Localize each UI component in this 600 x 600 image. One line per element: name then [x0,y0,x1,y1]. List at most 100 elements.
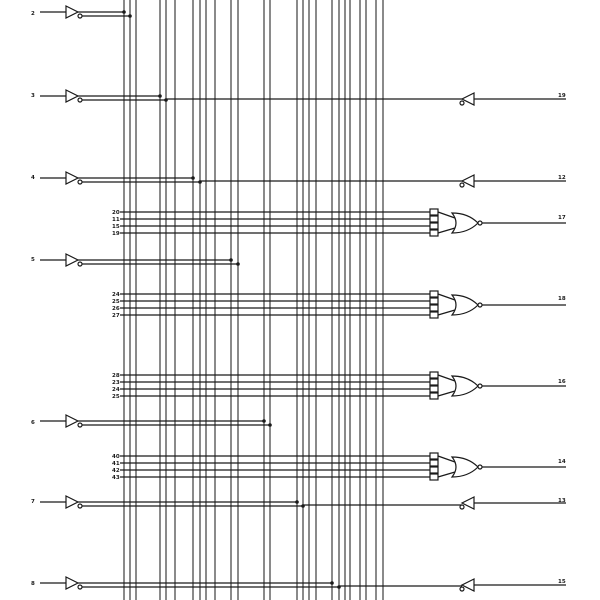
pin-label-in-3: 3 [31,93,35,99]
junction-dot [122,10,126,14]
pin-label-in-4: 4 [31,175,35,181]
term-label-and1-2: 15 [112,224,120,230]
junction-dot [158,94,162,98]
term-label-and3-0: 28 [112,373,120,379]
pin-label-in-5: 5 [31,257,35,263]
and-gate-icon [429,466,439,474]
junction-dot [191,176,195,180]
input-buffer-icon [65,5,80,19]
inverter-bubble-icon [77,422,83,428]
inverter-bubble-icon [77,261,83,267]
or-input [437,374,456,382]
input-buffer-icon [65,576,80,590]
junction-dot [330,581,334,585]
junction-dot [301,504,305,508]
and-gate-icon [429,304,439,312]
inverter-bubble-icon [77,503,83,509]
term-label-and2-3: 27 [112,313,120,319]
input-buffer-icon [65,89,80,103]
junction-dot [295,500,299,504]
junction-dot [229,258,233,262]
term-label-and4-0: 40 [112,454,120,460]
term-label-and1-0: 20 [112,210,120,216]
output-buffer-icon [460,496,475,510]
or-input [437,211,456,219]
junction-dot [236,262,240,266]
pin-label-out-19: 19 [558,93,566,99]
or-gate-icon [450,456,479,478]
inverter-bubble-icon [477,302,483,308]
and-gate-icon [429,311,439,319]
junction-dot [164,98,168,102]
or-input [437,227,456,234]
pin-label-out-15: 15 [558,579,566,585]
junction-dot [337,585,341,589]
or-input [437,293,456,301]
inverter-bubble-icon [77,13,83,19]
pin-labels: 2 3 4 5 6 7 8 19 12 17 18 16 14 13 15 20… [31,11,566,587]
and-gate-icon [429,378,439,386]
pin-label-in-8: 8 [31,581,35,587]
gates [65,5,483,592]
and-gate-icon [429,208,439,216]
and-gate-icon [429,215,439,223]
term-label-and2-0: 24 [112,292,120,298]
inverter-bubble-icon [77,584,83,590]
term-label-and2-2: 26 [112,306,120,312]
or-gate-icon [450,375,479,397]
input-buffer-icon [65,253,80,267]
inverter-bubble-icon [77,179,83,185]
inverter-bubble-icon [459,100,465,106]
output-buffer-icon [460,578,475,592]
and-gate-icon [429,452,439,460]
pin-label-out-12: 12 [558,175,566,181]
pin-label-out-14: 14 [558,459,566,465]
inverter-bubble-icon [459,586,465,592]
or-input [437,390,456,397]
or-input [437,455,456,463]
input-buffer-icon [65,495,80,509]
term-label-and1-3: 19 [112,231,120,237]
inverter-bubble-icon [477,464,483,470]
output-buffer-icon [460,174,475,188]
output-buffer-icon [460,92,475,106]
and-gate-icon [429,459,439,467]
term-label-and3-2: 24 [112,387,120,393]
junction-dot [268,423,272,427]
term-label-and4-3: 43 [112,475,120,481]
input-buffer-icon [65,171,80,185]
term-label-and4-2: 42 [112,468,120,474]
and-gate-icon [429,371,439,379]
and-gate-icon [429,385,439,393]
pin-label-in-7: 7 [31,499,35,505]
term-label-and3-3: 25 [112,394,120,400]
inverter-bubble-icon [477,383,483,389]
or-input [437,309,456,316]
junction-dot [262,419,266,423]
horizontal-wires [40,11,566,588]
inverter-bubble-icon [477,220,483,226]
and-gate-icon [429,297,439,305]
input-buffer-icon [65,414,80,428]
term-label-and1-1: 11 [112,217,120,223]
or-gate-icon [450,212,479,234]
pin-label-out-18: 18 [558,296,566,302]
pin-label-in-6: 6 [31,420,35,426]
term-label-and3-1: 23 [112,380,120,386]
term-label-and4-1: 41 [112,461,120,467]
pin-label-out-17: 17 [558,215,566,221]
and-gate-icon [429,392,439,400]
and-gate-icon [429,473,439,481]
term-label-and2-1: 25 [112,299,120,305]
junction-dot [198,180,202,184]
and-gate-icon [429,290,439,298]
and-gate-icon [429,222,439,230]
inverter-bubble-icon [459,182,465,188]
inverter-bubble-icon [77,97,83,103]
vertical-bus-lines [123,0,384,600]
inverter-bubble-icon [459,504,465,510]
junction-dot [128,14,132,18]
and-gate-icon [429,229,439,237]
pin-label-out-13: 13 [558,498,566,504]
